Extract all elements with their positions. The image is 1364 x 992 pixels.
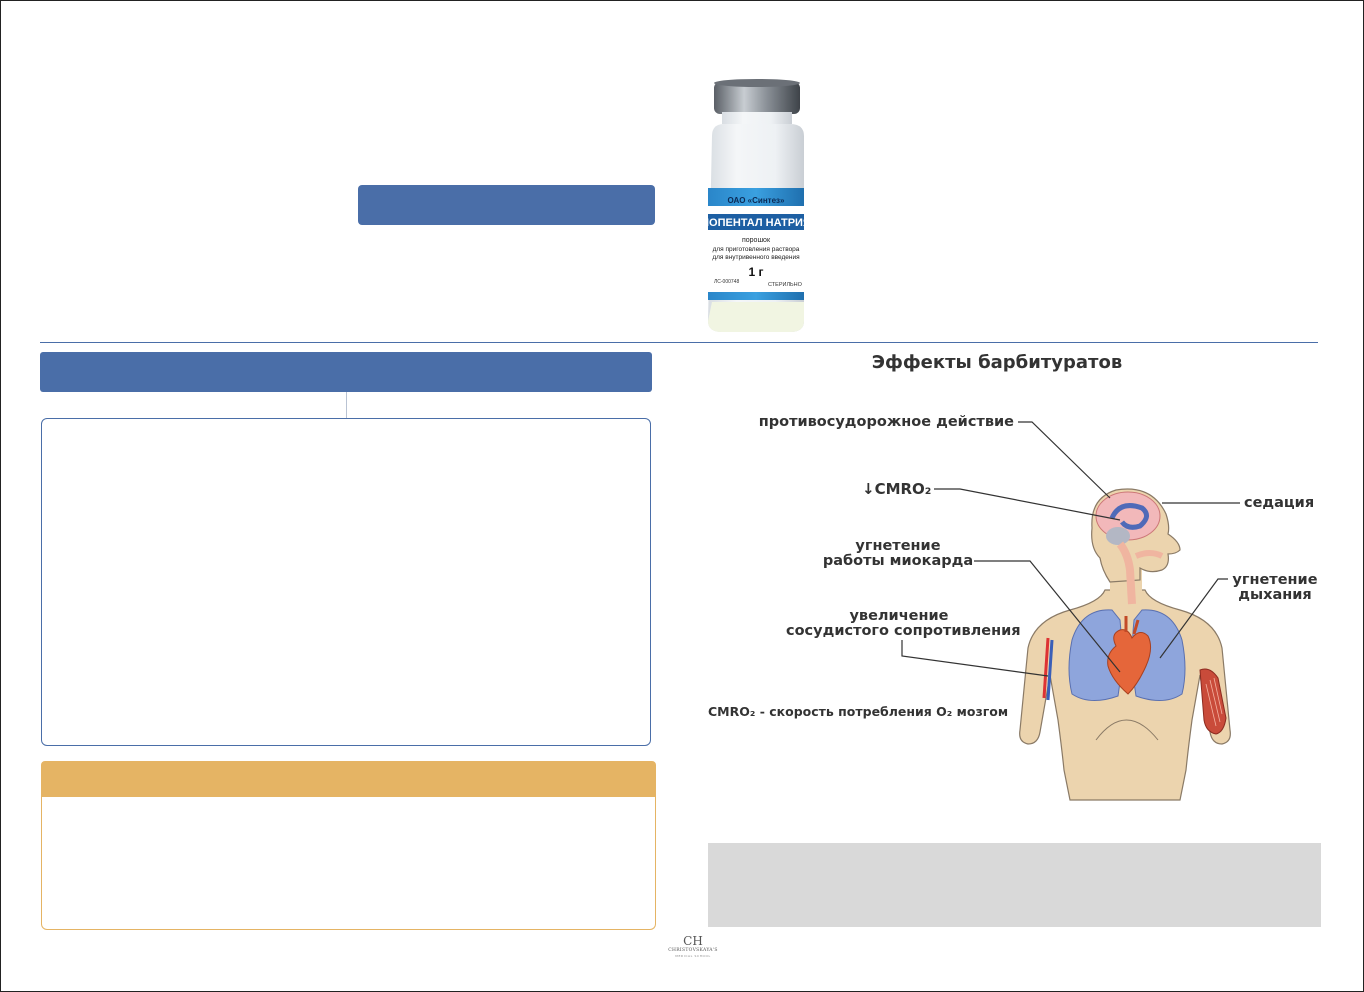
left-content-box bbox=[41, 418, 651, 746]
vial-reg: ЛС-000748 bbox=[714, 279, 739, 285]
vial-dose: 1 г bbox=[748, 265, 763, 279]
left-section-header bbox=[40, 352, 652, 392]
label-myocard-2: работы миокарда bbox=[822, 553, 974, 569]
label-respiration-2: дыхания bbox=[1238, 587, 1312, 603]
label-anticonvulsant: противосудорожное действие bbox=[758, 414, 1014, 430]
figure-footnote: CMRO₂ - скорость потребления O₂ мозгом bbox=[708, 704, 1009, 719]
vial-sterile: СТЕРИЛЬНО bbox=[768, 282, 803, 288]
vial-purpose-2: для внутривенного введения bbox=[712, 254, 800, 261]
top-header-banner bbox=[358, 185, 655, 225]
label-vascular-1: увеличение bbox=[849, 608, 949, 624]
logo-monogram: CH bbox=[683, 934, 703, 948]
human-body-illustration bbox=[1019, 488, 1231, 801]
figure-title: Эффекты барбитуратов bbox=[871, 352, 1123, 373]
label-vascular-2: сосудистого сопротивления bbox=[786, 623, 1021, 639]
vial-maker: ОАО «Синтез» bbox=[728, 196, 785, 205]
section-divider bbox=[40, 342, 1318, 343]
vial-drug-name: ИОПЕНТАЛ НАТРИЯ bbox=[701, 217, 810, 229]
label-cmro2: ↓CMRO₂ bbox=[862, 480, 932, 498]
vial-purpose-1: для приготовления раствора bbox=[713, 246, 800, 253]
logo-line-2: MEDICAL SCHOOL bbox=[675, 954, 711, 958]
vial-form: порошок bbox=[742, 237, 771, 244]
school-logo: CH CHRISTOVSKAYA'S MEDICAL SCHOOL bbox=[668, 934, 718, 966]
logo-line-1: CHRISTOVSKAYA'S bbox=[668, 948, 718, 953]
label-sedation: седация bbox=[1244, 495, 1315, 511]
header-connector bbox=[346, 392, 347, 418]
orange-content-box bbox=[41, 797, 656, 930]
orange-section-header bbox=[41, 761, 656, 797]
thiopental-vial-image: ОАО «Синтез» ИОПЕНТАЛ НАТРИЯ порошок для… bbox=[701, 79, 810, 332]
leader-lines bbox=[901, 421, 1240, 677]
label-myocard-1: угнетение bbox=[855, 538, 941, 554]
label-respiration-1: угнетение bbox=[1232, 572, 1318, 588]
gray-note-box bbox=[708, 843, 1321, 927]
